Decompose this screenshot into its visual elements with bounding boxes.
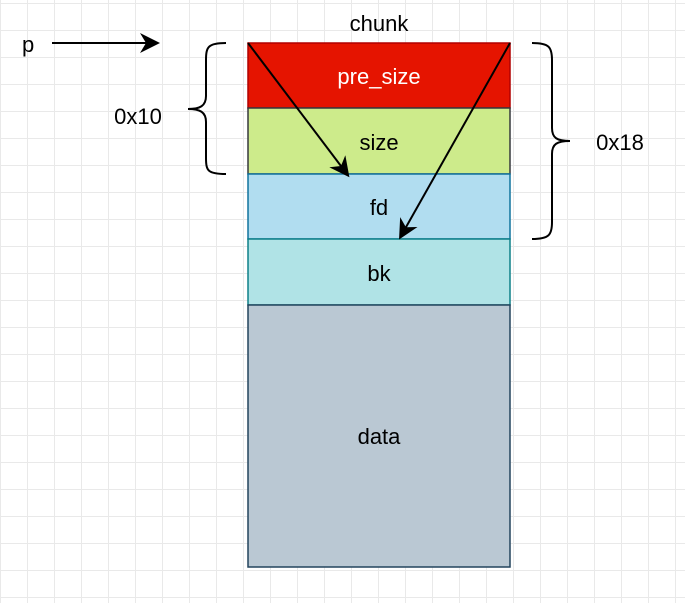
left-brace-label: 0x10 [114, 104, 162, 129]
field-pre-size: pre_size [247, 42, 511, 109]
field-pre-size-label: pre_size [337, 64, 420, 89]
field-data-label: data [358, 424, 402, 449]
field-size: size [247, 107, 511, 175]
left-brace [187, 42, 227, 175]
field-data: data [247, 304, 511, 568]
field-fd: fd [247, 173, 511, 240]
field-bk-label: bk [367, 261, 391, 286]
field-data-box [247, 304, 511, 568]
right-brace-label: 0x18 [596, 130, 644, 155]
arrow-to-fd [247, 42, 350, 178]
right-brace [531, 42, 571, 240]
arrow-to-bk [399, 42, 511, 240]
field-bk-box [247, 238, 511, 306]
field-fd-label: fd [370, 195, 388, 220]
field-bk: bk [247, 238, 511, 306]
pointer-label: p [22, 32, 34, 57]
field-size-label: size [359, 130, 398, 155]
chunk-title: chunk [350, 11, 410, 36]
